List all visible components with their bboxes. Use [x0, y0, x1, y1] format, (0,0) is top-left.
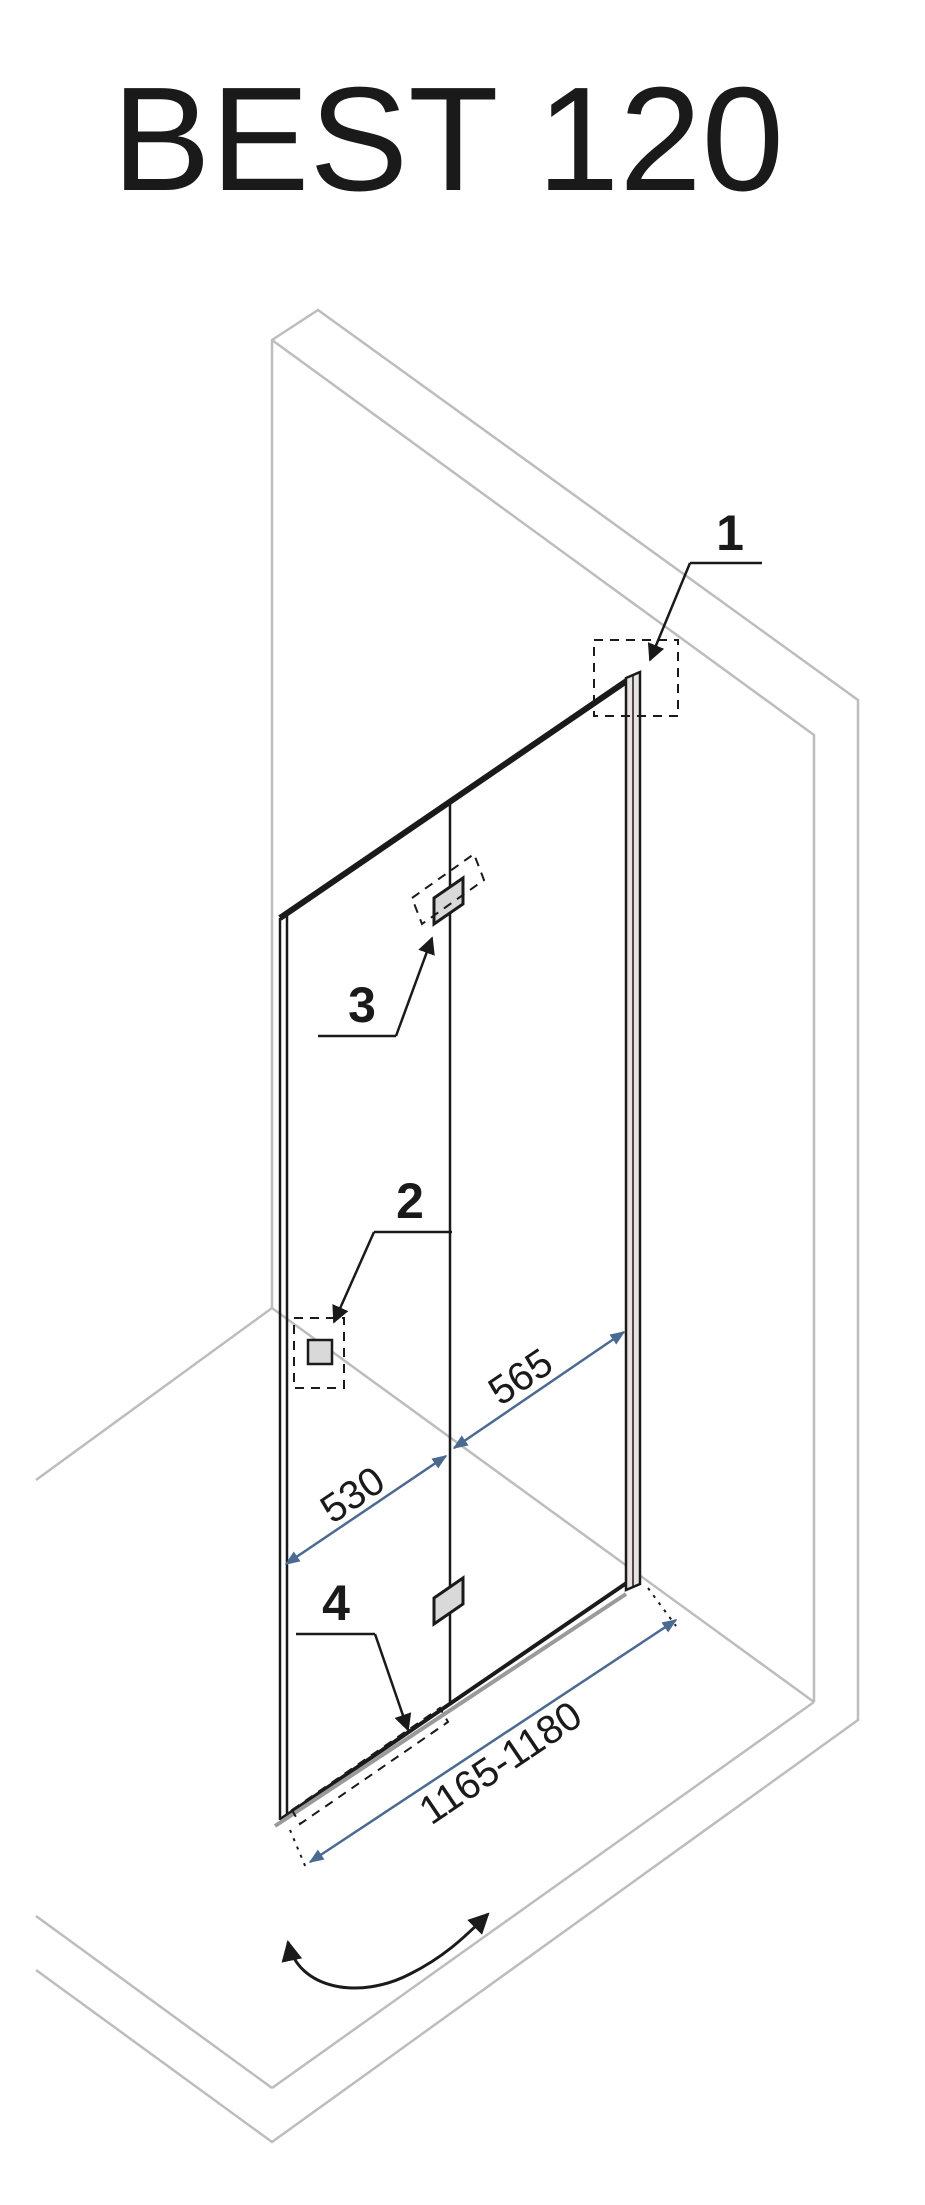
callout-4-label: 4	[322, 1575, 350, 1631]
dimension-right-panel: 565	[452, 1330, 626, 1450]
callout-1-label: 1	[716, 505, 744, 561]
detail-box-3	[410, 852, 486, 926]
dimension-530-label: 530	[313, 1458, 393, 1532]
callout-2-label: 2	[396, 1173, 424, 1229]
wall-profile	[624, 670, 642, 1592]
callout-1: 1	[647, 505, 762, 662]
callout-4: 4	[296, 1575, 412, 1732]
dimension-1165-1180-label: 1165-1180	[412, 1693, 590, 1833]
callout-3: 3	[318, 936, 435, 1038]
callout-3-label: 3	[348, 977, 376, 1033]
upper-hinge	[432, 875, 465, 927]
detail-box-2	[293, 1317, 345, 1389]
magnet-strip	[306, 1338, 334, 1366]
door-panels	[273, 677, 630, 1828]
callout-2: 2	[332, 1173, 452, 1324]
opening-direction-arrow	[281, 1912, 490, 1990]
dimension-left-panel: 530	[284, 1454, 448, 1566]
product-title: BEST 120	[112, 57, 784, 222]
dimension-565-label: 565	[481, 1340, 561, 1414]
room-outline	[35, 308, 860, 2144]
lower-hinge	[432, 1575, 465, 1627]
